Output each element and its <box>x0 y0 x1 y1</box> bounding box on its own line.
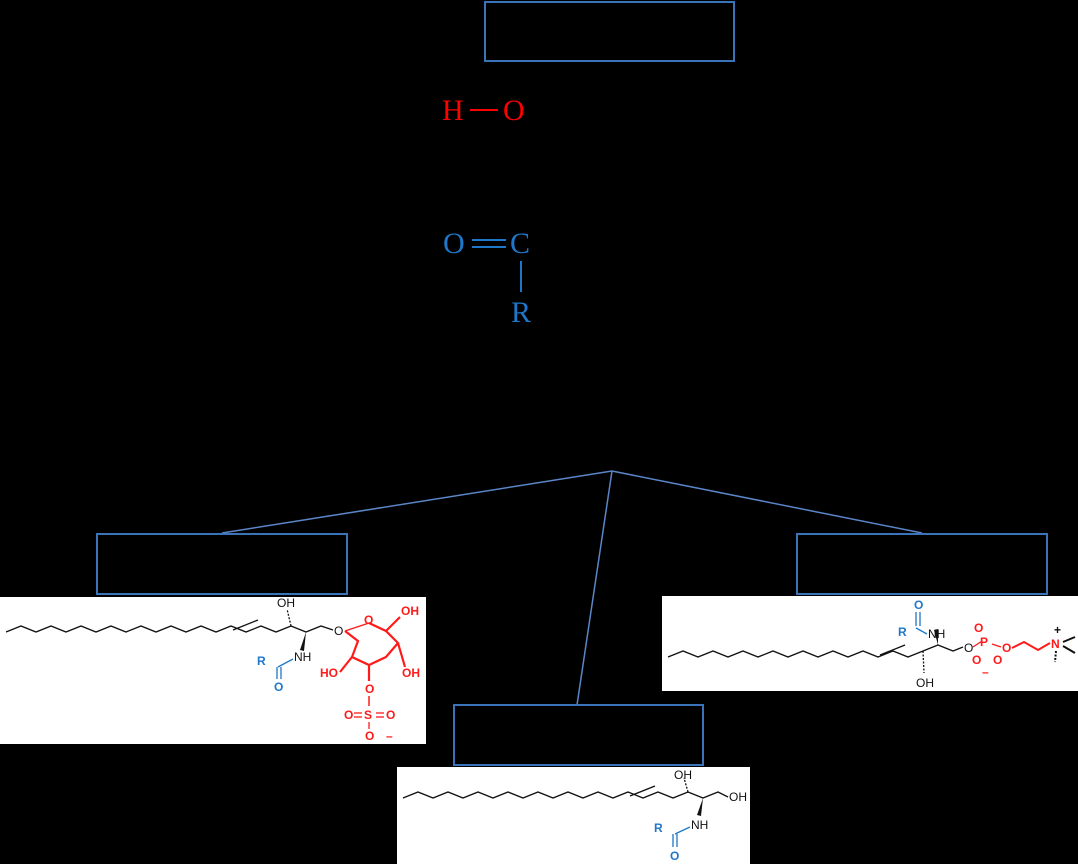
center-label-box <box>453 704 704 766</box>
left-o-s-o-left: O <box>344 708 353 722</box>
right-o-p-right: O <box>993 653 1002 667</box>
left-label-box <box>96 533 348 595</box>
left-o-sulfate-link: O <box>365 682 374 696</box>
top-label-box <box>484 1 735 62</box>
right-structure: NH R O OH O P O O – O O N + <box>667 598 1076 690</box>
right-alkyl-chain <box>667 650 924 658</box>
center-r: R <box>654 821 663 835</box>
right-o-p-up: O <box>974 621 983 635</box>
right-r: R <box>898 625 907 639</box>
acyl-o: O <box>443 227 465 260</box>
right-n-methyl-2 <box>1062 636 1076 643</box>
center-nh: NH <box>691 818 708 832</box>
left-oh-ring-right: OH <box>402 666 420 680</box>
right-wedge-n <box>934 629 938 645</box>
right-nitrogen: N <box>1051 637 1060 651</box>
left-trans-double-bond <box>232 619 259 631</box>
center-alkyl-chain <box>402 791 689 799</box>
right-n-methyl-3 <box>1054 650 1057 663</box>
left-ring-o-link <box>344 622 370 632</box>
hydroxyl-o: O <box>503 94 525 127</box>
right-label-box <box>796 533 1048 595</box>
right-trans-double-bond <box>879 644 906 656</box>
right-p-o-chain-bond <box>991 643 1002 648</box>
center-oh-bond <box>683 777 689 793</box>
left-oh-right-bond <box>396 642 407 668</box>
left-nh: NH <box>294 650 311 664</box>
center-o-carbonyl: O <box>670 849 679 863</box>
connector-left <box>221 470 613 534</box>
left-structure: OH NH R O O O OH HO OH O O <box>5 597 420 743</box>
connector-center <box>576 470 613 706</box>
right-o-p-left: O <box>972 653 981 667</box>
center-wedge-n <box>697 798 703 816</box>
right-oh-bottom: OH <box>916 676 934 690</box>
left-o-carbonyl: O <box>274 680 283 694</box>
left-o-s-o-right: O <box>386 708 395 722</box>
left-wedge-n <box>300 632 306 651</box>
right-choline-chain <box>1011 640 1051 652</box>
right-phosphorus: P <box>980 635 988 649</box>
left-ho-bond <box>339 656 353 673</box>
right-o-carbonyl: O <box>914 598 923 612</box>
right-nh: NH <box>928 627 945 641</box>
left-oh-ring-top: OH <box>401 604 419 618</box>
left-structure-panel: OH NH R O O O OH HO OH O O <box>0 597 426 744</box>
right-n-methyl-1 <box>1062 645 1076 654</box>
center-structure-panel: OH OH NH R O <box>397 767 750 864</box>
left-oh-top: OH <box>277 597 295 610</box>
left-o-bottom: O <box>365 729 374 743</box>
center-structure: OH OH NH R O <box>402 768 747 863</box>
right-c2-bond <box>922 644 964 652</box>
left-o-link: O <box>334 624 343 638</box>
right-charge-n: + <box>1054 623 1061 637</box>
left-c2-bond <box>290 625 334 633</box>
right-charge-p: – <box>982 665 989 679</box>
left-alkyl-chain <box>5 625 292 633</box>
right-structure-panel: NH R O OH O P O O – O O N + <box>662 596 1078 691</box>
center-c1-bond <box>687 791 729 799</box>
hydroxyl-h: H <box>442 94 464 127</box>
center-oh-top: OH <box>674 768 692 782</box>
right-o-p-bond <box>972 640 983 648</box>
center-n-c-bond <box>674 826 691 835</box>
right-oh-bond <box>922 650 925 674</box>
connector-right <box>611 470 923 534</box>
left-sulfur: S <box>364 708 372 722</box>
left-charge: – <box>386 729 393 743</box>
center-trans-double-bond <box>629 785 656 797</box>
acyl-c: C <box>510 227 530 260</box>
left-n-c-bond <box>277 658 294 668</box>
left-ho-ring-left: HO <box>320 666 338 680</box>
acyl-r: R <box>511 296 531 329</box>
right-n-c-bond <box>915 627 928 635</box>
right-o-chain: O <box>1002 641 1011 655</box>
left-r: R <box>257 654 266 668</box>
left-ch2-bond <box>385 616 401 632</box>
center-oh-end: OH <box>729 790 747 804</box>
left-oh-bond <box>286 608 292 627</box>
left-sugar-ring <box>344 622 400 667</box>
left-ring-o: O <box>364 613 373 627</box>
right-o-link: O <box>964 641 973 655</box>
